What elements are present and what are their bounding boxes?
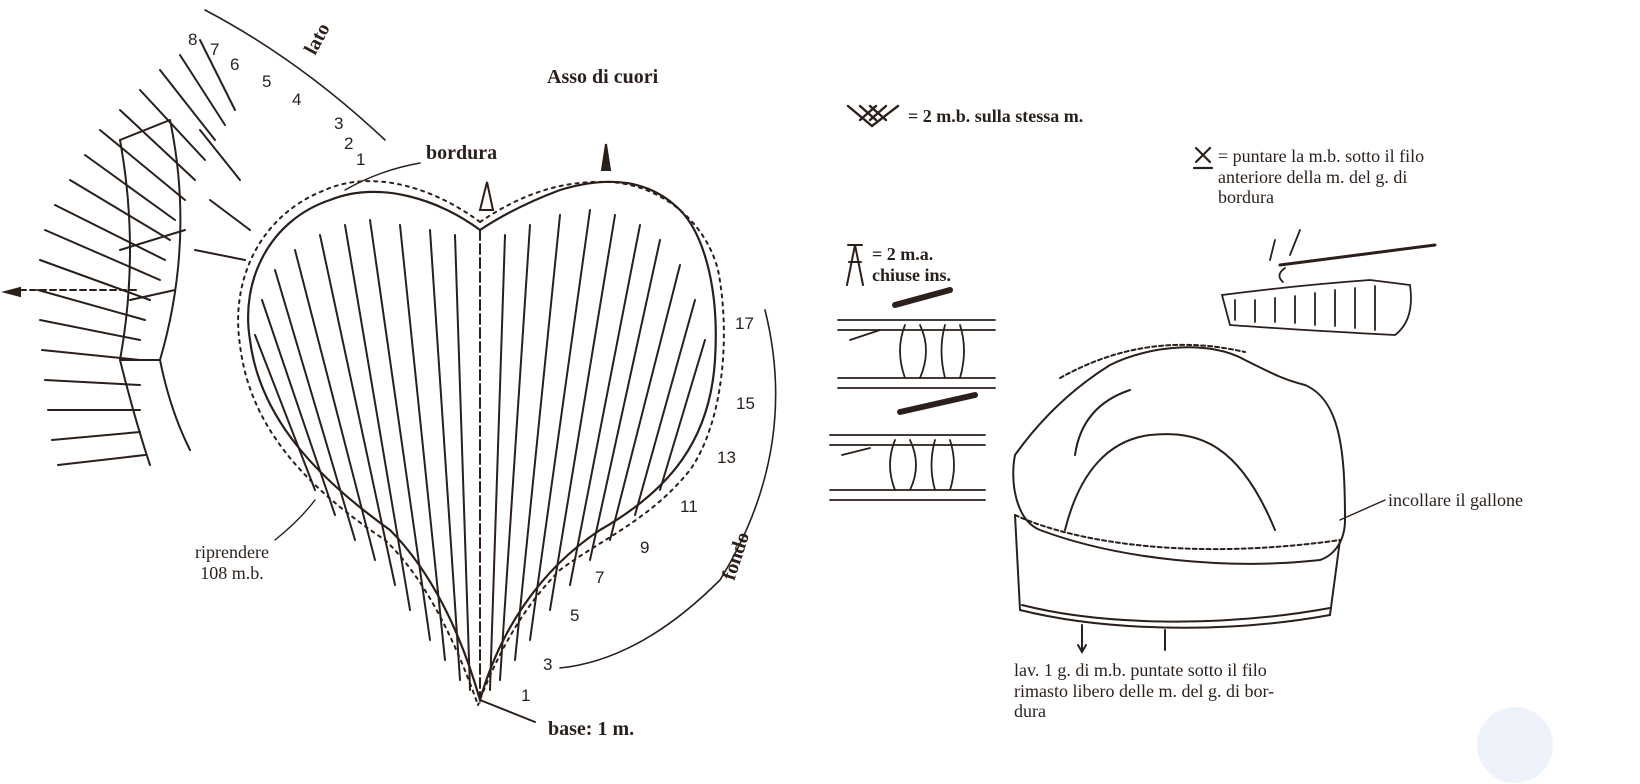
legend-two-dc-line-1: = 2 m.a. <box>872 244 934 264</box>
bottom-row-number: 11 <box>680 497 698 516</box>
side-row-number: 8 <box>188 30 198 49</box>
corner-decoration <box>1477 707 1553 783</box>
assembly-note-line-2: rimasto libero delle m. del g. di bor- <box>1014 680 1275 701</box>
bottom-row-number: 7 <box>595 568 605 587</box>
side-row-number: 4 <box>292 90 302 109</box>
stitch-illustration-top <box>837 287 996 389</box>
riprendere-label: riprendere 108 m.b. <box>195 542 269 583</box>
side-row-number: 5 <box>262 72 272 91</box>
legend-two-dc-line-2: chiuse ins. <box>872 264 952 285</box>
riprendere-line-1: riprendere <box>195 542 269 562</box>
base-label: base: 1 m. <box>548 718 635 740</box>
fondo-bracket <box>559 309 777 669</box>
side-strip <box>19 39 251 466</box>
closed-a-icon <box>846 244 864 286</box>
side-row-number: 6 <box>230 55 240 74</box>
side-row-number: 1 <box>356 150 366 169</box>
bottom-row-number: 3 <box>543 655 553 674</box>
side-row-number: 3 <box>334 114 344 133</box>
heart-chart <box>237 180 725 723</box>
legend-two-sc: = 2 m.b. sulla stessa m. <box>908 106 1084 126</box>
legend-front-loop-line-1: = puntare la m.b. sotto il filo <box>1218 146 1425 166</box>
legend-front-loop: = puntare la m.b. sotto il filo anterior… <box>1218 146 1424 208</box>
side-row-number: 2 <box>344 134 354 153</box>
legend-front-loop-line-2: anteriore della m. del g. di <box>1218 166 1408 187</box>
double-x-v-icon <box>846 104 900 128</box>
page-title: Asso di cuori <box>547 66 659 88</box>
assembly-note-line-3: dura <box>1014 701 1046 722</box>
bottom-row-number: 15 <box>736 394 755 413</box>
bottom-row-number: 1 <box>521 686 531 705</box>
lato-bracket <box>204 9 386 141</box>
side-row-number: 7 <box>210 40 220 59</box>
assembly-note: lav. 1 g. di m.b. puntate sotto il filo … <box>1014 660 1274 722</box>
bottom-row-number: 17 <box>735 314 754 333</box>
bottom-row-number: 5 <box>570 606 580 625</box>
triangle-marker-icon <box>1 143 612 298</box>
legend-two-dc: = 2 m.a. chiuse ins. <box>872 244 951 285</box>
glue-label: incollare il gallone <box>1388 490 1523 510</box>
bottom-row-number: 9 <box>640 538 650 557</box>
legend-front-loop-line-3: bordura <box>1218 187 1274 208</box>
stitch-illustration-bottom <box>829 392 986 501</box>
heart-box-illustration <box>1012 343 1386 655</box>
underlined-x-icon <box>1192 146 1214 170</box>
bottom-row-number: 13 <box>717 448 736 467</box>
bordura-label: bordura <box>426 142 498 164</box>
assembly-note-line-1: lav. 1 g. di m.b. puntate sotto il filo <box>1014 660 1267 680</box>
hook-swatch-illustration <box>1220 229 1437 336</box>
riprendere-line-2: 108 m.b. <box>200 562 264 583</box>
